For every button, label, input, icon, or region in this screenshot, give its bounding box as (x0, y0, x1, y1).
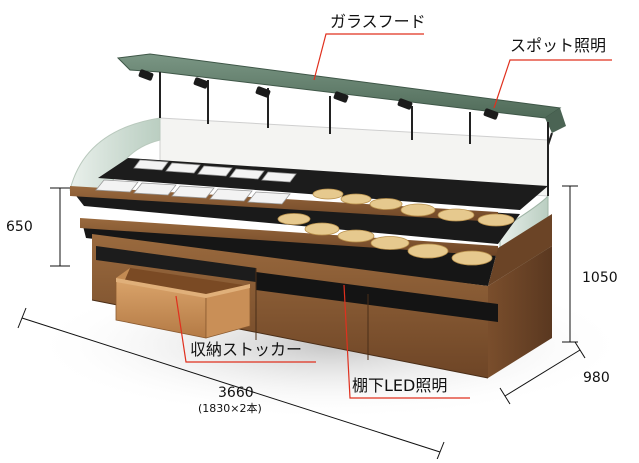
spotlight (138, 69, 154, 81)
glass-hood-front-edge (545, 108, 566, 133)
dimension-lines (17, 185, 586, 463)
spotlight (483, 108, 499, 120)
dimension-depth: 980 (583, 370, 610, 386)
dimension-width: 3660 (218, 385, 254, 401)
base-top-right (488, 214, 552, 286)
base-side (488, 246, 552, 378)
spotlight (397, 98, 413, 110)
trays (95, 159, 297, 205)
bread-items (277, 188, 515, 266)
spotlight (255, 86, 271, 98)
callout-glass-hood: ガラスフード (330, 12, 426, 31)
spotlight (333, 91, 349, 103)
led-band-left (96, 246, 256, 282)
dimension-height-left: 650 (6, 219, 33, 235)
callout-storage-drawer: 収納ストッカー (190, 340, 303, 359)
spotlight (193, 77, 209, 89)
hood-supports (159, 72, 553, 196)
drawer-top-edge (116, 278, 250, 298)
dimension-width-note: (1830×2本) (198, 402, 262, 415)
lower-shelf (82, 222, 498, 286)
led-band (256, 272, 498, 322)
dimension-height-right: 1050 (582, 270, 618, 286)
callout-leaders (175, 33, 612, 399)
callout-under-shelf-led: 棚下LED照明 (352, 376, 448, 395)
spotlights (138, 69, 499, 120)
callout-spotlight: スポット照明 (510, 36, 607, 55)
glass-hood (116, 53, 562, 119)
